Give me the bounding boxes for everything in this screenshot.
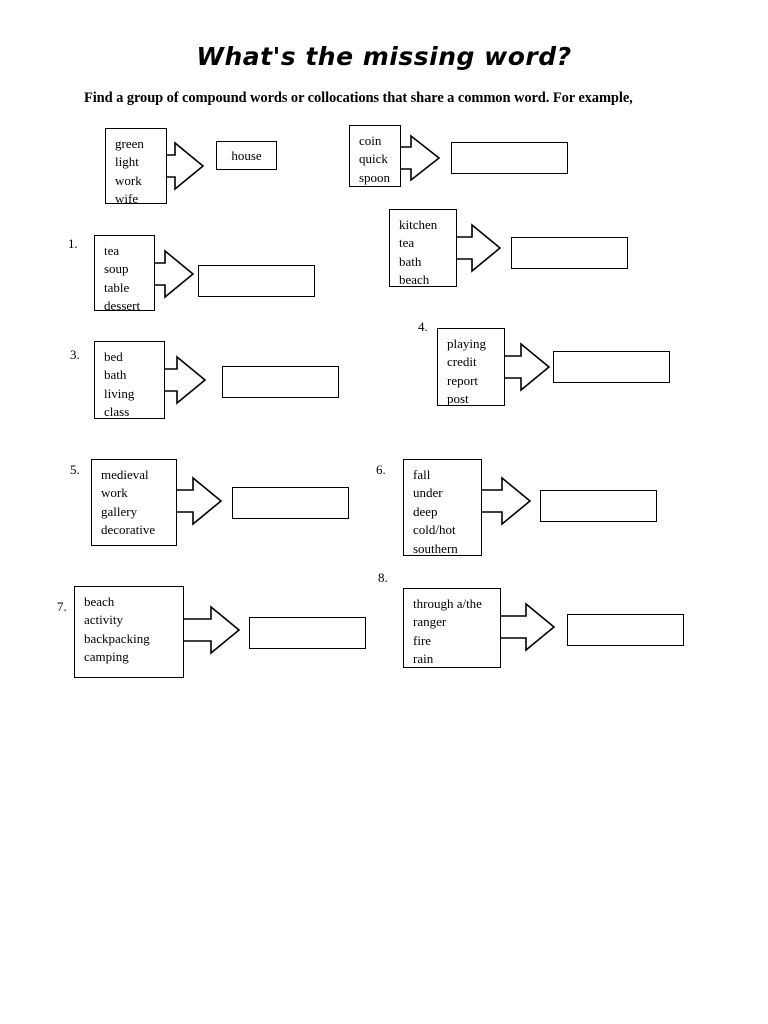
word-item: kitchen [399,217,438,232]
question-number: 1. [68,236,78,251]
answer-box[interactable] [451,142,568,174]
word-item: beach [84,594,115,609]
answer-box[interactable] [198,265,315,297]
word-item: activity [84,612,123,628]
question-number: 8. [378,570,388,585]
answer-box[interactable]: house [216,141,277,170]
word-item: playing [447,336,486,351]
answer-box[interactable] [511,237,628,269]
word-item: rain [413,651,434,667]
word-item: dessert [104,298,141,314]
word-item: gallery [101,503,138,519]
word-item: deep [413,503,438,519]
word-list-box: green light work wife [105,128,167,206]
word-item: southern [413,540,458,556]
word-item: under [413,485,443,501]
word-list-box: tea soup table dessert [94,235,155,313]
word-item: bath [104,367,127,383]
word-item: tea [104,243,120,258]
word-item: green [115,136,144,151]
word-item: ranger [413,614,447,630]
question-number: 5. [70,462,80,477]
word-item: bath [399,253,422,269]
word-list-box: bed bath living class [94,341,165,419]
page-title: What's the missing word? [196,42,572,71]
word-item: credit [447,354,477,370]
answer-box[interactable] [553,351,670,383]
word-item: medieval [101,467,149,482]
word-item: spoon [359,169,391,185]
word-item: coin [359,133,382,148]
block-arrow-right-icon [492,598,556,656]
word-item: bed [104,349,123,364]
word-item: soup [104,261,129,277]
word-list-box: beach activity backpacking camping [74,586,184,678]
word-list-box: medieval work gallery decorative [91,459,177,546]
word-item: decorative [101,522,156,538]
answer-box[interactable] [249,617,366,649]
question-number: 4. [418,319,428,334]
word-list-box: playing credit report post [437,328,505,406]
block-arrow-right-icon [177,601,241,659]
word-list-box: through a/the ranger fire rain [403,588,501,668]
word-item: work [101,485,128,501]
word-item: work [115,172,142,188]
answer-box[interactable] [567,614,684,646]
word-item: quick [359,151,388,167]
answer-text: house [231,148,262,163]
word-item: camping [84,649,129,665]
word-list-box: kitchen tea bath beach [389,209,457,287]
word-item: post [447,391,469,407]
word-item: through a/the [413,596,482,611]
word-item: cold/hot [413,522,456,538]
word-item: tea [399,235,415,251]
word-item: fall [413,467,431,482]
word-list-box: fall under deep cold/hot southern [403,459,482,556]
word-list-box: coin quick spoon [349,125,401,187]
word-item: class [104,404,130,420]
answer-box[interactable] [222,366,339,398]
word-item: living [104,385,135,401]
answer-box[interactable] [540,490,657,522]
answer-box[interactable] [232,487,349,519]
question-number: 7. [57,599,67,614]
word-item: backpacking [84,630,150,646]
word-item: wife [115,191,139,207]
word-item: report [447,372,479,388]
word-item: beach [399,272,430,288]
word-item: light [115,154,139,170]
word-item: fire [413,632,432,648]
word-item: table [104,279,130,295]
question-number: 3. [70,347,80,362]
question-number: 6. [376,462,386,477]
instructions-text: Find a group of compound words or colloc… [84,90,633,106]
